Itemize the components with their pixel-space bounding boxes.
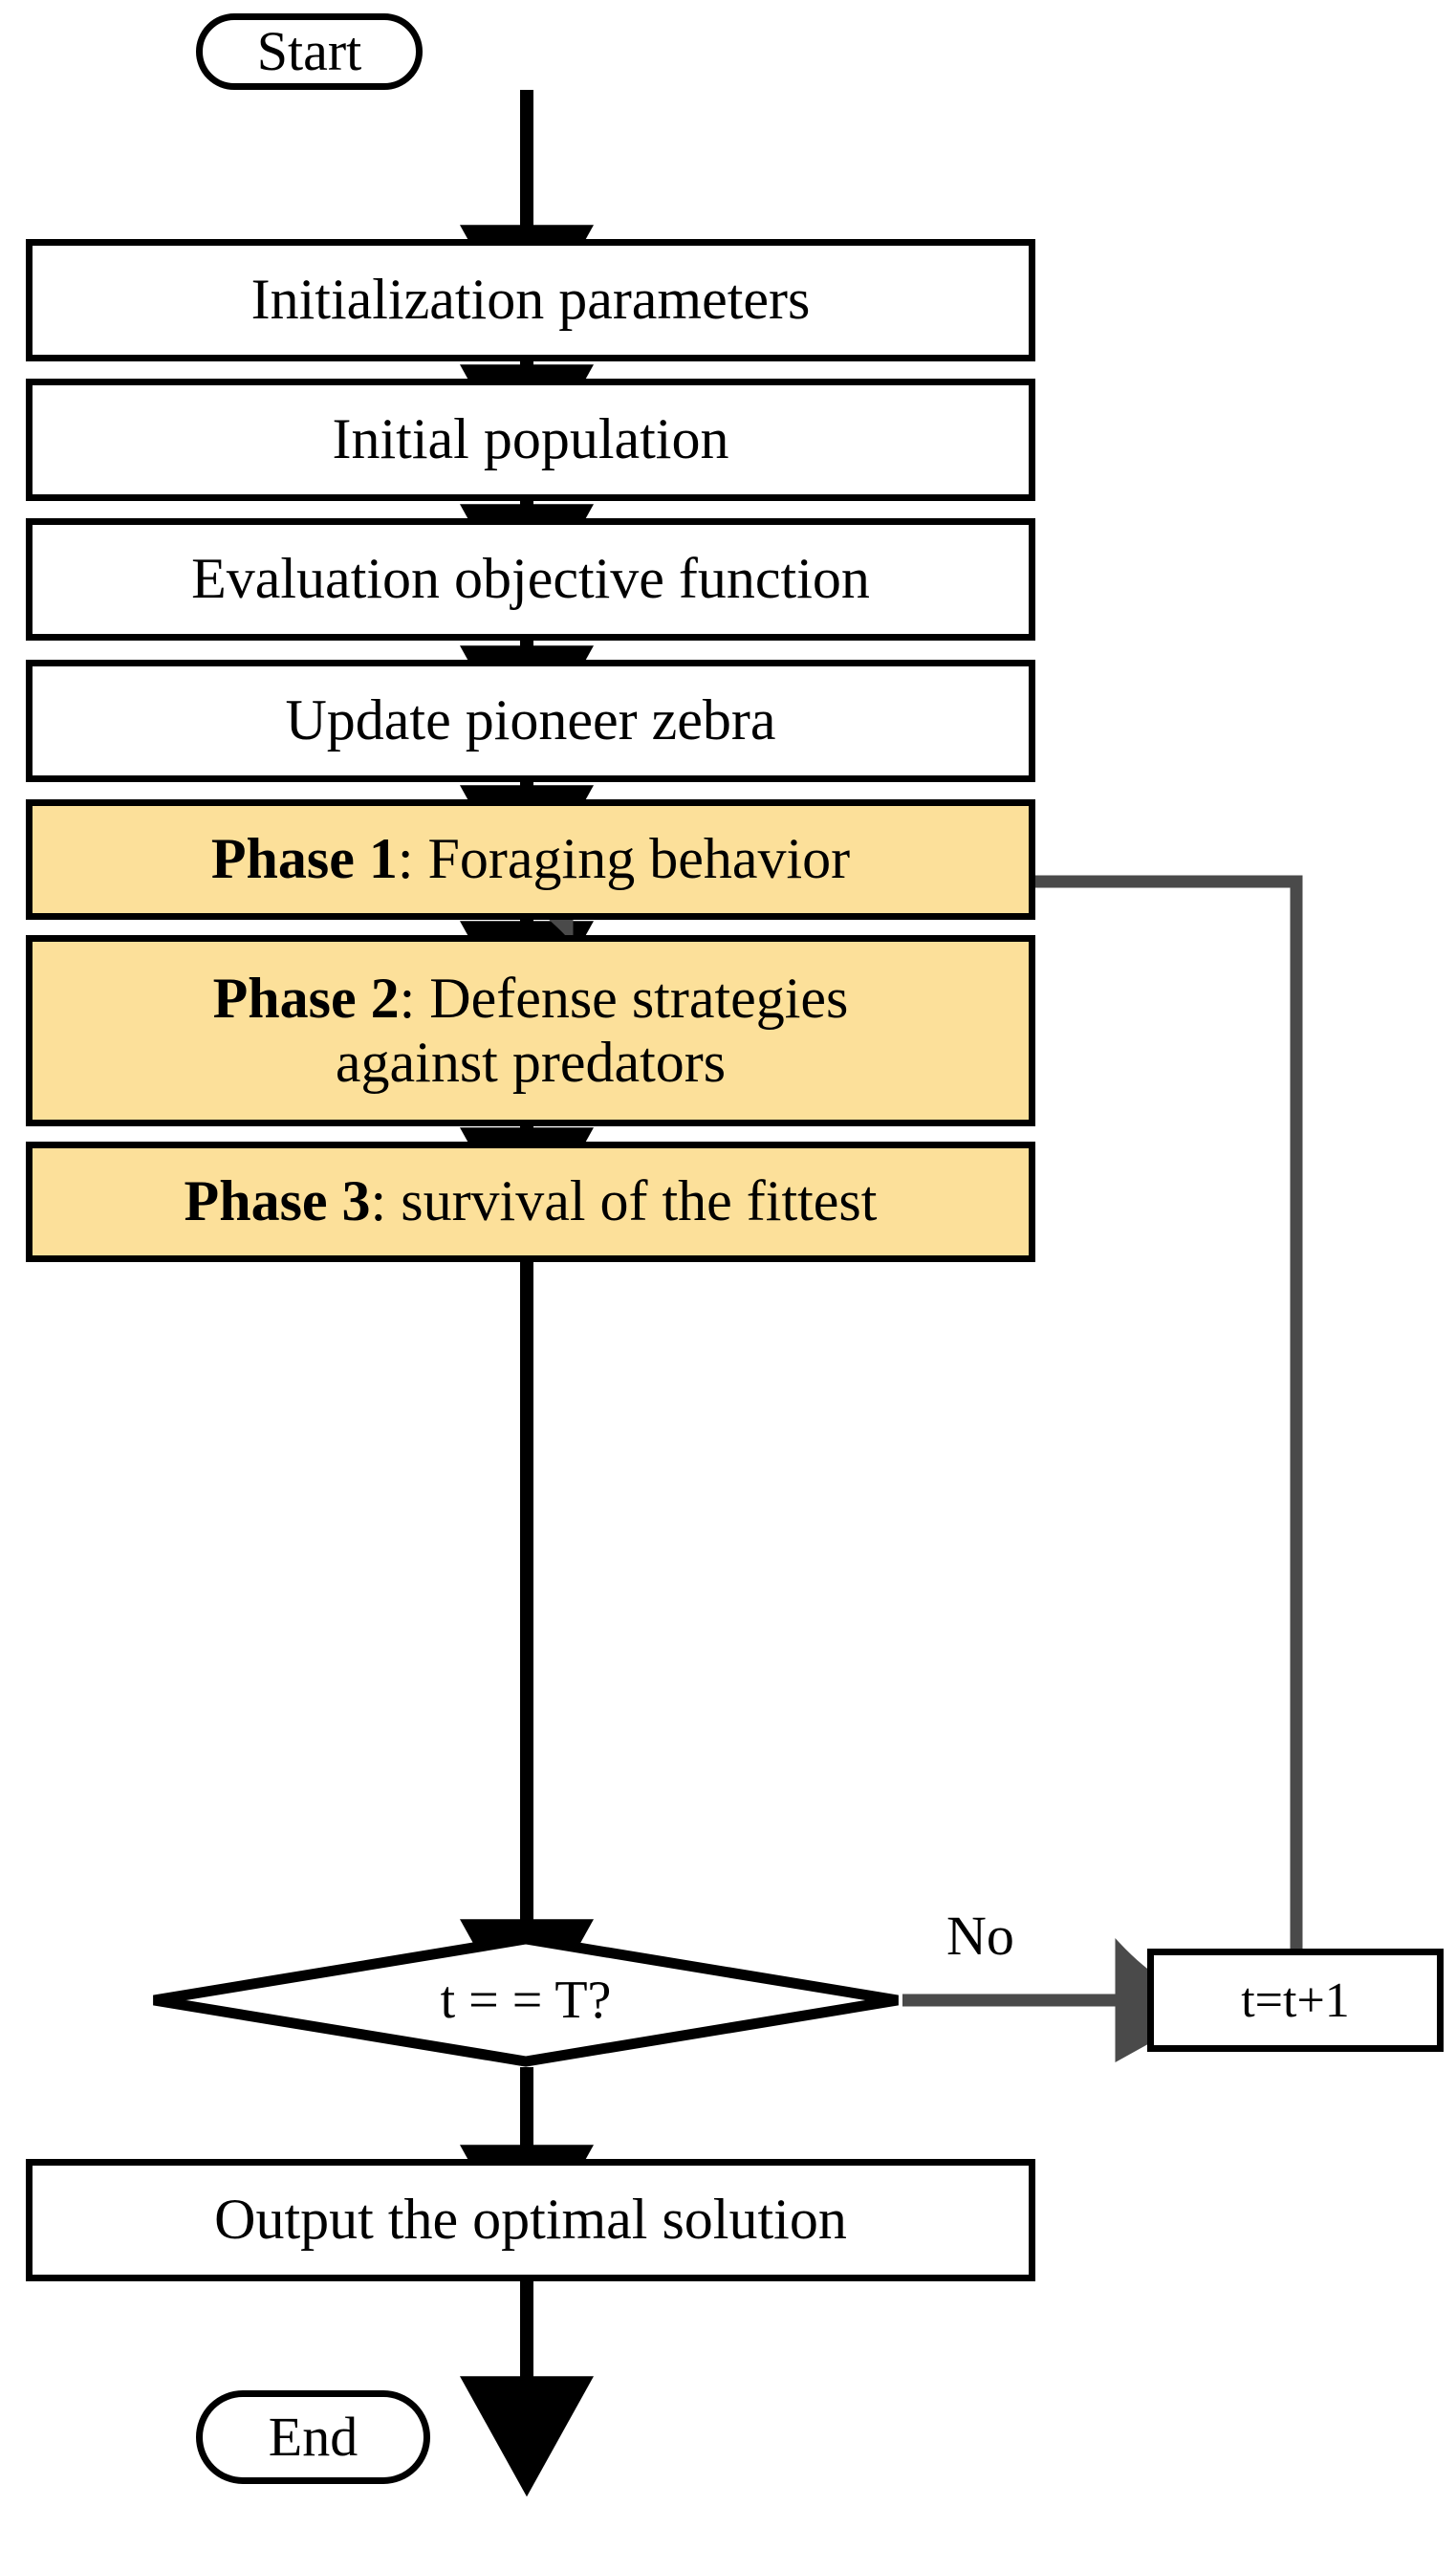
node-phase-3-label-bold: Phase 3 (184, 1169, 371, 1233)
node-phase-2-label-bold: Phase 2 (212, 966, 400, 1030)
node-phase-1-label-bold: Phase 1 (210, 827, 398, 891)
node-increment-counter[interactable]: t=t+1 (1147, 1949, 1444, 2052)
node-start[interactable]: Start (196, 13, 423, 90)
node-update-pioneer-zebra[interactable]: Update pioneer zebra (26, 660, 1035, 782)
node-phase-2[interactable]: Phase 2: Defense strategies against pred… (26, 935, 1035, 1126)
node-decision[interactable]: t = = T? (148, 1933, 903, 2067)
node-start-label: Start (256, 19, 362, 82)
node-output-optimal-solution-label: Output the optimal solution (214, 2188, 847, 2252)
node-phase-1-label-rest: : Foraging behavior (397, 827, 851, 891)
node-evaluation-objective-function-label: Evaluation objective function (191, 547, 870, 611)
node-output-optimal-solution[interactable]: Output the optimal solution (26, 2159, 1035, 2281)
node-end-label: End (268, 2405, 359, 2468)
node-initialization-parameters[interactable]: Initialization parameters (26, 239, 1035, 361)
node-phase-3-label-rest: : survival of the fittest (370, 1169, 878, 1233)
node-phase-1-text: Phase 1: Foraging behavior (211, 827, 850, 891)
node-phase-2-label-rest: : Defense strategies (399, 966, 849, 1030)
node-phase-1[interactable]: Phase 1: Foraging behavior (26, 799, 1035, 920)
node-phase-2-text: Phase 2: Defense strategies against pred… (213, 967, 849, 1095)
node-update-pioneer-zebra-label: Update pioneer zebra (285, 688, 776, 752)
node-initialization-parameters-label: Initialization parameters (250, 268, 811, 332)
decision-diamond-shape (153, 1933, 899, 2067)
node-evaluation-objective-function[interactable]: Evaluation objective function (26, 518, 1035, 641)
node-initial-population-label: Initial population (332, 407, 729, 471)
node-initial-population[interactable]: Initial population (26, 379, 1035, 501)
node-decision-label: t = = T? (440, 1971, 612, 2030)
node-phase-2-label-line2: against predators (335, 1031, 727, 1094)
node-increment-counter-label: t=t+1 (1241, 1972, 1350, 2028)
edge-label-no: No (946, 1905, 1014, 1967)
node-end[interactable]: End (196, 2390, 430, 2484)
node-phase-3-text: Phase 3: survival of the fittest (185, 1169, 878, 1233)
node-phase-3[interactable]: Phase 3: survival of the fittest (26, 1142, 1035, 1262)
